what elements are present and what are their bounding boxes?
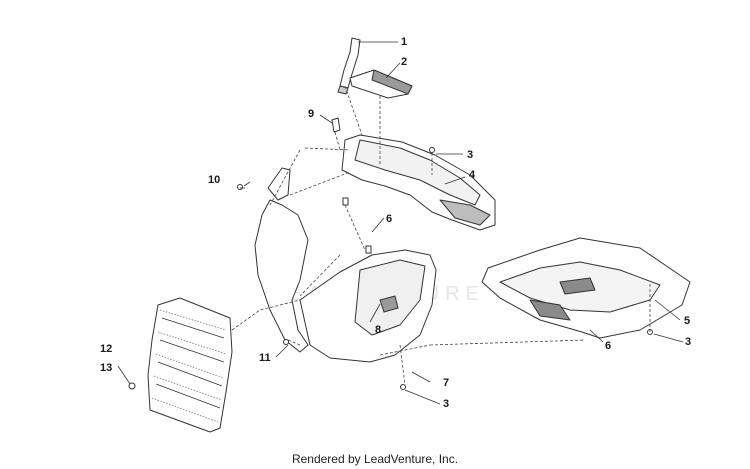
callout-6-right[interactable]: 6 [605, 340, 612, 352]
callout-3-top[interactable]: 3 [467, 149, 474, 161]
fastener-11 [283, 339, 289, 345]
callout-3-right[interactable]: 3 [685, 336, 692, 348]
fastener-13 [128, 382, 136, 390]
callout-8[interactable]: 8 [375, 324, 382, 336]
callout-13[interactable]: 13 [100, 362, 113, 374]
fastener-3-top [429, 147, 435, 153]
fastener-10 [237, 184, 243, 190]
clip-6-center [365, 245, 372, 254]
part-10-bracket [267, 167, 291, 201]
callout-3-bottom[interactable]: 3 [443, 398, 450, 410]
front-body-left [254, 199, 309, 353]
callout-10[interactable]: 10 [208, 174, 221, 186]
clip-6-left [342, 197, 349, 206]
callout-2[interactable]: 2 [401, 56, 408, 68]
callout-11[interactable]: 11 [259, 352, 271, 364]
part-12-grille [147, 297, 233, 433]
callout-9[interactable]: 9 [308, 108, 315, 120]
callout-1[interactable]: 1 [401, 36, 408, 48]
callout-7[interactable]: 7 [443, 377, 450, 389]
callout-12[interactable]: 12 [100, 343, 113, 355]
part-9-clip [331, 117, 341, 133]
callout-5[interactable]: 5 [684, 315, 691, 327]
footer-credit: Rendered by LeadVenture, Inc. [291, 452, 459, 466]
callout-4[interactable]: 4 [469, 169, 476, 181]
callout-6-center[interactable]: 6 [386, 213, 393, 225]
fastener-3-bottom [400, 384, 406, 390]
